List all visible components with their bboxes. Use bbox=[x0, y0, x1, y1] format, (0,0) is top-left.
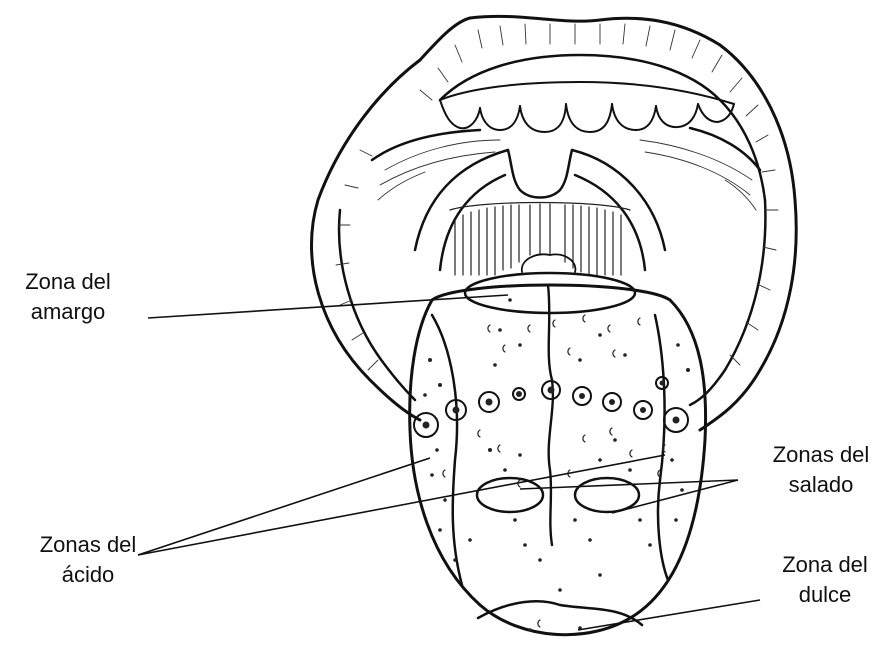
label-amargo: Zona del amargo bbox=[0, 267, 136, 327]
label-salado-line2: salado bbox=[757, 470, 885, 500]
leader-acido-2 bbox=[138, 455, 665, 555]
label-salado-line1: Zonas del bbox=[757, 440, 885, 470]
leader-amargo bbox=[148, 295, 508, 318]
label-acido: Zonas del ácido bbox=[18, 530, 158, 590]
upper-teeth bbox=[440, 82, 734, 132]
tongue-papillae-arcs bbox=[443, 315, 665, 627]
label-amargo-line1: Zona del bbox=[0, 267, 136, 297]
label-amargo-line2: amargo bbox=[0, 297, 136, 327]
salty-zone-left bbox=[477, 478, 543, 512]
leader-acido-1 bbox=[138, 458, 430, 555]
median-groove bbox=[548, 285, 553, 545]
label-acido-line2: ácido bbox=[18, 560, 158, 590]
label-acido-line1: Zonas del bbox=[18, 530, 158, 560]
outer-lips bbox=[311, 16, 796, 430]
leader-dulce bbox=[578, 600, 760, 630]
epiglottis bbox=[522, 254, 576, 272]
label-salado: Zonas del salado bbox=[757, 440, 885, 500]
throat bbox=[450, 203, 630, 276]
right-side-zone-line bbox=[655, 315, 668, 580]
label-dulce: Zona del dulce bbox=[765, 550, 885, 610]
upper-lip-top bbox=[420, 18, 470, 60]
tongue-papillae-dots bbox=[423, 298, 690, 632]
label-dulce-line1: Zona del bbox=[765, 550, 885, 580]
salty-zone-right bbox=[575, 478, 639, 512]
label-dulce-line2: dulce bbox=[765, 580, 885, 610]
uvula bbox=[508, 150, 572, 198]
